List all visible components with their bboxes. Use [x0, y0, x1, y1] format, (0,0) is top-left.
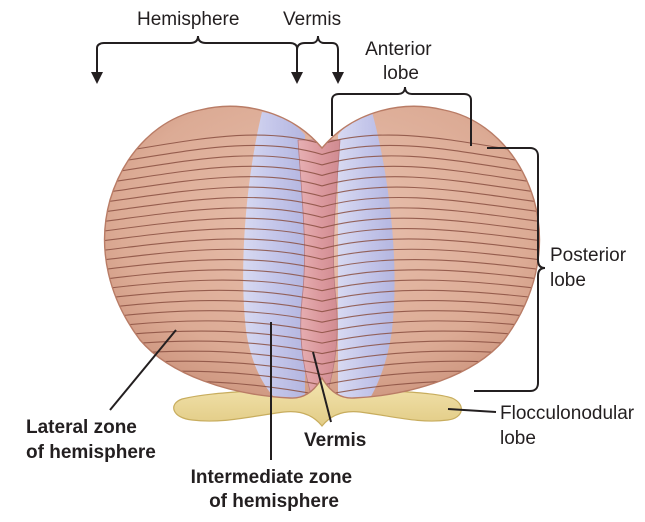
folium-line	[321, 207, 540, 224]
vermis-bracket-top	[296, 35, 344, 84]
folium-line	[104, 217, 323, 234]
folium-line	[104, 207, 323, 224]
folium-line	[321, 279, 540, 292]
anterior-lobe-bracket	[331, 86, 472, 146]
folium-line	[104, 248, 323, 263]
anterior-lobe-label: Anterior lobe	[365, 39, 437, 84]
folium-line	[321, 228, 540, 243]
folium-line	[321, 165, 540, 186]
folium-line	[104, 279, 323, 292]
folium-line	[321, 186, 540, 205]
folium-line	[321, 176, 540, 195]
hemisphere-label: Hemisphere	[137, 9, 239, 30]
vermis-pointer	[312, 351, 332, 423]
folium-line	[104, 238, 323, 253]
folium-line	[104, 269, 323, 282]
folium-line	[104, 176, 323, 195]
folium-line	[321, 196, 540, 215]
folium-line	[321, 269, 540, 282]
folium-line	[104, 165, 323, 186]
folium-line	[104, 259, 323, 272]
folium-line	[321, 289, 540, 302]
flocculonodular-pointer	[447, 408, 497, 413]
cerebellum-outline	[103, 105, 541, 399]
folium-line	[321, 217, 540, 234]
folium-line	[104, 228, 323, 243]
flocculonodular-lobe-label: Flocculonodular lobe	[500, 403, 639, 449]
lateral-zone-pointer	[109, 329, 177, 411]
folium-line	[321, 259, 540, 272]
hemisphere-bracket	[91, 35, 303, 84]
folium-line	[104, 289, 323, 302]
vermis-bottom-label: Vermis	[304, 430, 366, 451]
intermediate-zone-label: Intermediate zone of hemisphere	[191, 467, 358, 512]
folium-line	[104, 196, 323, 215]
posterior-lobe-bracket	[474, 147, 546, 392]
folium-line	[321, 248, 540, 263]
folium-line	[104, 186, 323, 205]
vermis-top-label: Vermis	[283, 9, 341, 30]
lateral-zone-label: Lateral zone of hemisphere	[26, 417, 156, 463]
folium-line	[321, 238, 540, 253]
posterior-lobe-label: Posterior lobe	[550, 245, 631, 291]
